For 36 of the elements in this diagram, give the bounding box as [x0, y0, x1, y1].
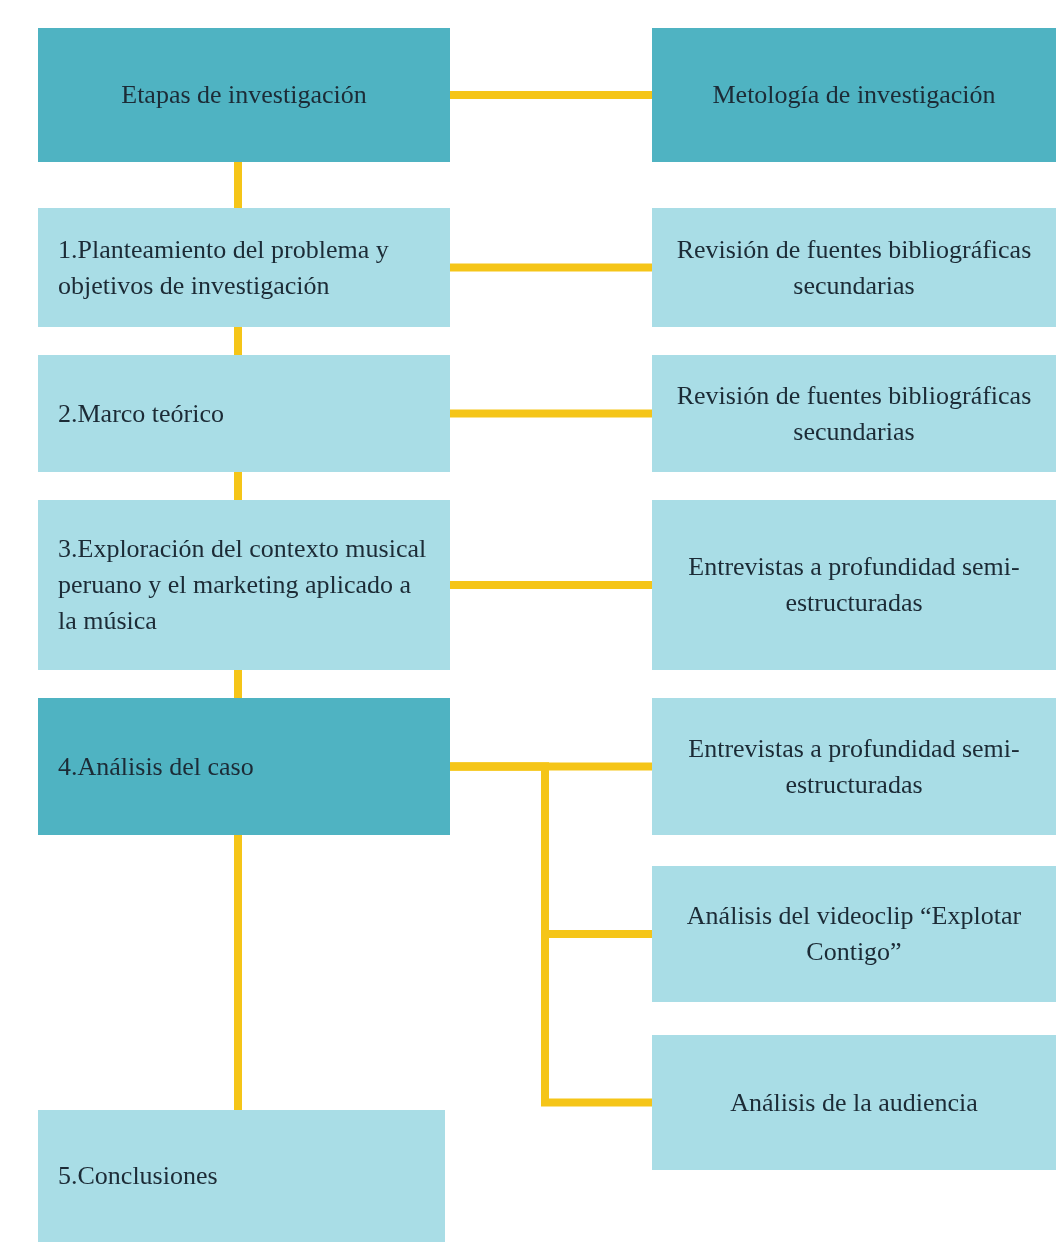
process-box	[652, 698, 1056, 835]
box-text: 5.Conclusiones	[58, 1160, 218, 1192]
connector-line	[450, 263, 652, 272]
connector-line	[450, 581, 652, 589]
box-text: Revisión de fuentes bibliográficas secundarias	[676, 233, 1032, 302]
connector-line	[234, 835, 242, 1110]
connector-line	[234, 670, 242, 698]
process-box	[652, 355, 1056, 472]
process-box	[652, 500, 1056, 670]
box-text: Análisis de la audiencia	[730, 1086, 978, 1119]
process-box	[38, 500, 450, 670]
box-text: 3.Exploración del contexto musical peruano y el marketing aplicado a la música	[58, 533, 428, 637]
box-text: Etapas de investigación	[121, 79, 367, 111]
connector-line	[234, 162, 242, 208]
connector-line	[450, 762, 652, 1107]
connector-line	[234, 327, 242, 355]
box-text: Revisión de fuentes bibliográficas secundarias	[676, 379, 1032, 448]
process-box	[38, 355, 450, 472]
header-box	[652, 28, 1056, 162]
box-text: 4.Análisis del caso	[58, 750, 254, 783]
connector-line	[234, 472, 242, 500]
box-text: 2.Marco teórico	[58, 397, 225, 430]
process-box	[38, 1110, 445, 1242]
box-text: Análisis del videoclip “Explotar Contigo”	[685, 900, 1023, 968]
box-text: 1.Planteamiento del problema y objetivos de investigación	[58, 233, 390, 302]
connector-line	[450, 91, 652, 99]
box-text: Metología de investigación	[712, 79, 996, 111]
process-box	[652, 1035, 1056, 1170]
process-box	[652, 208, 1056, 327]
header-box	[38, 28, 450, 162]
box-text: Entrevistas a profundidad semi-estructuradas	[687, 551, 1021, 619]
connector-line	[450, 409, 652, 418]
header-box	[38, 698, 450, 835]
process-box	[38, 208, 450, 327]
box-text: Entrevistas a profundidad semi-estructuradas	[687, 732, 1021, 801]
process-box	[652, 866, 1056, 1002]
